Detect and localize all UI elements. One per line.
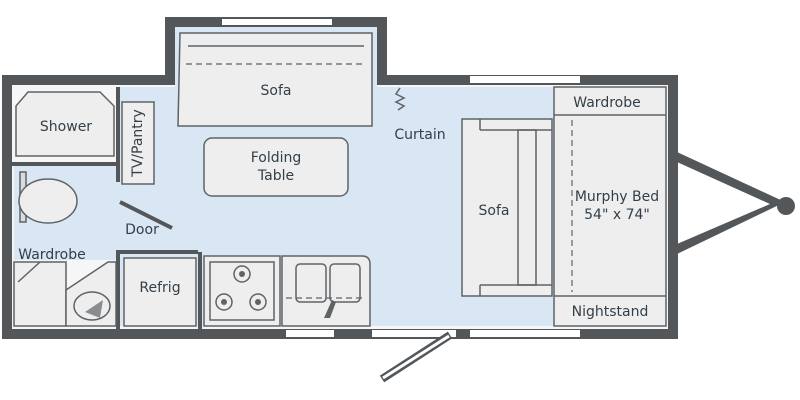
bath-wardrobe: Wardrobe [13,247,86,327]
shower-label: Shower [40,119,92,135]
tv-pantry: TV/Pantry [121,101,155,185]
bath-sink [65,261,117,327]
murphy-bed-size: 54" x 74" [584,207,650,223]
nightstand-label: Nightstand [572,304,649,320]
folding-table: Folding Table [203,137,349,197]
refrigerator: Refrig [123,257,197,327]
rear-sofa: Sofa [461,118,553,297]
front-sofa-label: Sofa [261,83,292,99]
bath-door: Door [119,200,173,238]
wardrobe-front-label: Wardrobe [573,95,640,111]
rear-sofa-label: Sofa [479,203,510,219]
toilet [18,171,78,224]
folding-table-line1: Folding [251,150,302,166]
folding-table-line2: Table [257,168,294,184]
windows [222,19,580,337]
kitchen-sink [281,255,371,327]
murphy-bed-label: Murphy Bed [575,189,659,205]
cooktop [203,255,281,327]
bath-wardrobe-label: Wardrobe [18,247,85,263]
murphy-bed: Wardrobe Murphy Bed 54" x 74" Nightstand [553,86,667,327]
shower: Shower [15,91,115,157]
curtain-label: Curtain [394,127,445,143]
interior-walls [12,87,202,330]
tv-pantry-label: TV/Pantry [130,109,146,178]
refrig-label: Refrig [139,280,180,296]
trailer-hitch [677,152,795,254]
door-label: Door [125,222,159,238]
front-sofa: Sofa [177,32,373,127]
entry-door [379,331,453,383]
curtain: Curtain [394,87,446,143]
